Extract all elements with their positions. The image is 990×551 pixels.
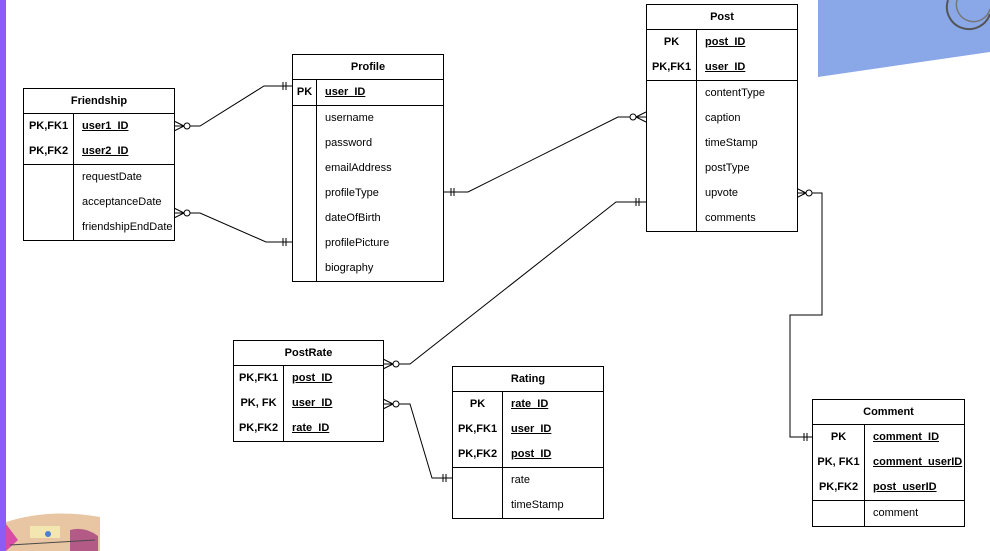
corner-ring-icon [945, 0, 990, 31]
attribute: emailAddress [325, 162, 392, 174]
key-label: PK [453, 392, 503, 417]
key-field: user1_ID [82, 120, 129, 132]
key-row: PK post_ID [647, 30, 797, 55]
key-field: comment_userID [873, 456, 963, 468]
entity-post[interactable]: Post PK post_ID PK,FK1 user_ID contentType… [646, 4, 798, 232]
attribute: timeStamp [705, 137, 758, 149]
key-label: PK,FK2 [813, 475, 865, 500]
entity-title: Profile [293, 55, 443, 80]
attribute: postType [705, 162, 750, 174]
key-field: post_ID [705, 36, 746, 48]
key-section: PK,FK1 user1_ID PK,FK2 user2_ID [24, 114, 174, 165]
key-label: PK,FK1 [24, 114, 74, 139]
attribute: rate [511, 474, 530, 486]
key-label: PK [647, 30, 697, 55]
key-row: PK, FK1 comment_userID [813, 450, 964, 475]
attribute: profileType [325, 187, 379, 199]
key-field: post_ID [511, 448, 552, 460]
attribute: biography [325, 262, 374, 274]
entity-title: Comment [813, 400, 964, 425]
key-label: PK [813, 425, 865, 450]
key-field: user_ID [292, 397, 333, 409]
attribute: friendshipEndDate [82, 221, 173, 233]
key-row: PK,FK1 post_ID [234, 366, 383, 391]
rel-postrate-rating [382, 398, 452, 482]
attribute: caption [705, 112, 741, 124]
key-label: PK,FK1 [453, 417, 503, 442]
attribute: upvote [705, 187, 739, 199]
entity-rating[interactable]: Rating PK rate_ID PK,FK1 user_ID PK,FK2 pos… [452, 366, 604, 519]
entity-title: Rating [453, 367, 603, 392]
key-section: PK post_ID PK,FK1 user_ID [647, 30, 797, 81]
key-row: PK comment_ID [813, 425, 964, 450]
key-field: user2_ID [82, 145, 129, 157]
entity-profile[interactable]: Profile PK user_ID username password emai… [292, 54, 444, 282]
attribute: comment [873, 507, 919, 519]
attribute-section: requestDate acceptanceDate friendshipEnd… [24, 165, 174, 240]
attribute: comments [705, 212, 756, 224]
key-section: PK rate_ID PK,FK1 user_ID PK,FK2 post_ID [453, 392, 603, 468]
attribute-section: username password emailAddress profileTy… [293, 106, 443, 281]
attribute: profilePicture [325, 237, 390, 249]
attribute-section: contentType caption timeStamp postType u… [647, 81, 797, 231]
key-field: comment_ID [873, 431, 940, 443]
attribute: username [325, 112, 374, 124]
key-label: PK,FK1 [647, 55, 697, 80]
key-field: post_ID [292, 372, 333, 384]
key-label: PK,FK2 [453, 442, 503, 467]
key-row: PK rate_ID [453, 392, 603, 417]
attribute: password [325, 137, 373, 149]
key-row: PK, FK user_ID [234, 391, 383, 416]
attribute-section: rate timeStamp [453, 468, 603, 518]
key-label: PK,FK2 [24, 139, 74, 164]
entity-postrate[interactable]: PostRate PK,FK1 post_ID PK, FK user_ID PK,… [233, 340, 384, 442]
key-field: user_ID [511, 423, 552, 435]
key-label: PK,FK1 [234, 366, 284, 391]
key-label: PK, FK1 [813, 450, 865, 475]
key-field: post_userID [873, 481, 937, 493]
entity-title: PostRate [234, 341, 383, 366]
key-row: PK,FK1 user1_ID [24, 114, 174, 139]
key-section: PK comment_ID PK, FK1 comment_userID PK,FK… [813, 425, 964, 501]
key-label: PK, FK [234, 391, 284, 416]
key-field: user_ID [705, 61, 746, 73]
key-row: PK,FK2 post_ID [453, 442, 603, 467]
key-field: user_ID [325, 86, 366, 98]
rel-friendship-profile-2 [173, 207, 292, 246]
entity-title: Post [647, 5, 797, 30]
rel-friendship-profile-1 [173, 82, 292, 132]
attribute-section: comment [813, 501, 964, 526]
key-label: PK,FK2 [234, 416, 284, 441]
key-row: PK user_ID [293, 80, 443, 105]
attribute: acceptanceDate [82, 196, 162, 208]
key-row: PK,FK2 post_userID [813, 475, 964, 500]
key-field: rate_ID [292, 422, 330, 434]
sticker-illustration-icon [6, 513, 100, 551]
key-row: PK,FK1 user_ID [647, 55, 797, 80]
key-row: PK,FK2 rate_ID [234, 416, 383, 441]
attribute: contentType [705, 87, 765, 99]
key-label: PK [293, 80, 317, 105]
rel-postrate-post [382, 198, 646, 370]
left-accent-bar [0, 0, 6, 551]
key-section: PK,FK1 post_ID PK, FK user_ID PK,FK2 rate_I… [234, 366, 383, 441]
key-row: PK,FK1 user_ID [453, 417, 603, 442]
entity-friendship[interactable]: Friendship PK,FK1 user1_ID PK,FK2 user2_ID… [23, 88, 175, 241]
attribute: requestDate [82, 171, 142, 183]
key-row: PK,FK2 user2_ID [24, 139, 174, 164]
attribute: timeStamp [511, 499, 564, 511]
attribute: dateOfBirth [325, 212, 381, 224]
entity-title: Friendship [24, 89, 174, 114]
blue-decor-shape [818, 0, 990, 77]
key-field: rate_ID [511, 398, 549, 410]
rel-profile-post [443, 111, 647, 196]
key-section: PK user_ID [293, 80, 443, 106]
entity-comment[interactable]: Comment PK comment_ID PK, FK1 comment_user… [812, 399, 965, 527]
